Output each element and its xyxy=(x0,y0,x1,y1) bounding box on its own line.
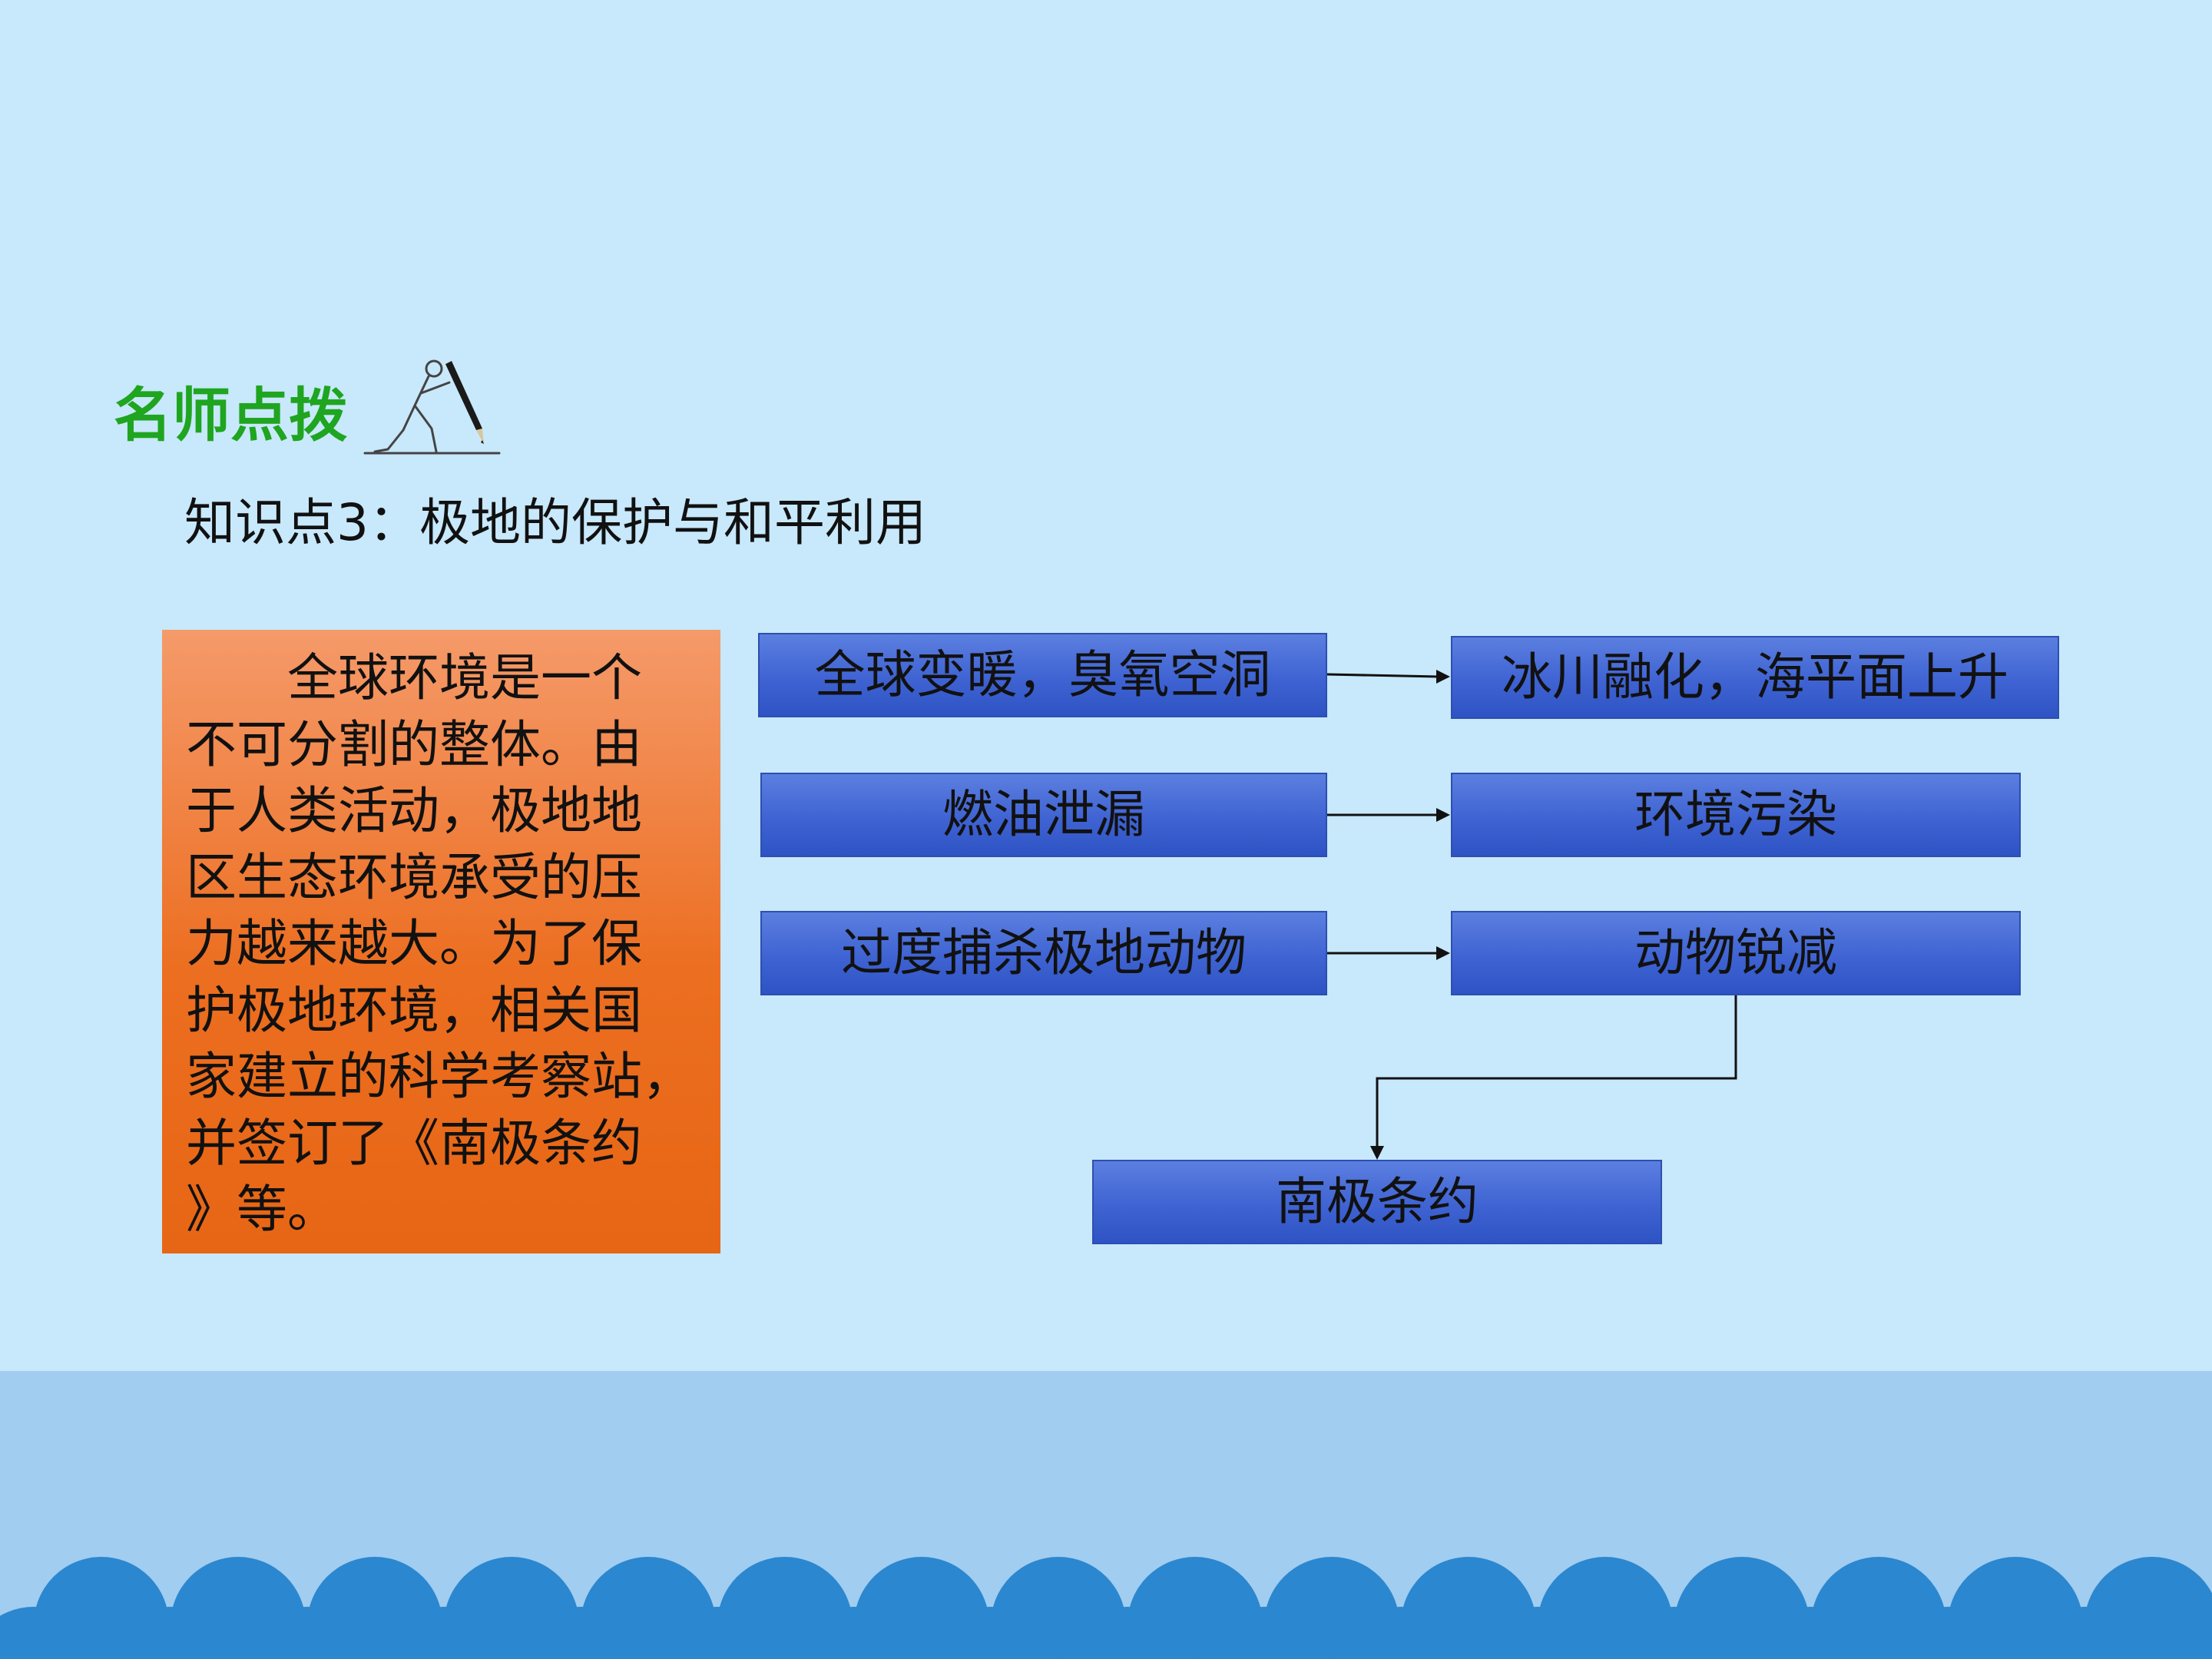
wave-circle xyxy=(1882,1607,2014,1659)
wave-circle xyxy=(2155,1607,2212,1659)
cause-node-hunting: 过度捕杀极地动物 xyxy=(760,911,1327,995)
wave-circle xyxy=(1335,1607,1467,1659)
cause-node-oil-spill: 燃油泄漏 xyxy=(760,773,1327,857)
cause-node-warming: 全球变暖，臭氧空洞 xyxy=(758,633,1327,717)
wave-circle xyxy=(1472,1607,1604,1659)
heading-title: 名师点拨 xyxy=(114,381,347,449)
effect-node-glacier: 冰川融化，海平面上升 xyxy=(1451,636,2059,719)
decorative-waves xyxy=(0,1557,2212,1659)
effect-node-pollution: 环境污染 xyxy=(1451,773,2021,857)
effect-node-animal-decline: 动物锐减 xyxy=(1451,911,2021,995)
connector-decline-to-treaty xyxy=(1376,995,1737,1147)
wave-circle xyxy=(1061,1607,1194,1659)
wave-circle xyxy=(651,1607,783,1659)
wave-circle xyxy=(1745,1607,1877,1659)
wave-circle xyxy=(925,1607,1057,1659)
wave-circle xyxy=(241,1607,373,1659)
explanation-box xyxy=(162,630,720,1253)
writing-figure-icon xyxy=(363,359,501,455)
wave-circle xyxy=(378,1607,510,1659)
response-node-antarctic-treaty: 南极条约 xyxy=(1092,1160,1662,1244)
wave-circle xyxy=(0,1607,100,1659)
subtitle-knowledge-point: 知识点3：极地的保护与和平利用 xyxy=(184,493,926,552)
wave-circle xyxy=(1198,1607,1330,1659)
wave-circle xyxy=(515,1607,647,1659)
wave-circle xyxy=(1608,1607,1740,1659)
wave-circle xyxy=(788,1607,920,1659)
arrow-warming-to-glacier xyxy=(1326,673,1439,678)
wave-circle xyxy=(104,1607,237,1659)
explanation-text: 全球环境是一个 不可分割的整体。由 于人类活动，极地地 区生态环境承受的压 力越… xyxy=(186,648,693,1239)
wave-circle xyxy=(2018,1607,2151,1659)
